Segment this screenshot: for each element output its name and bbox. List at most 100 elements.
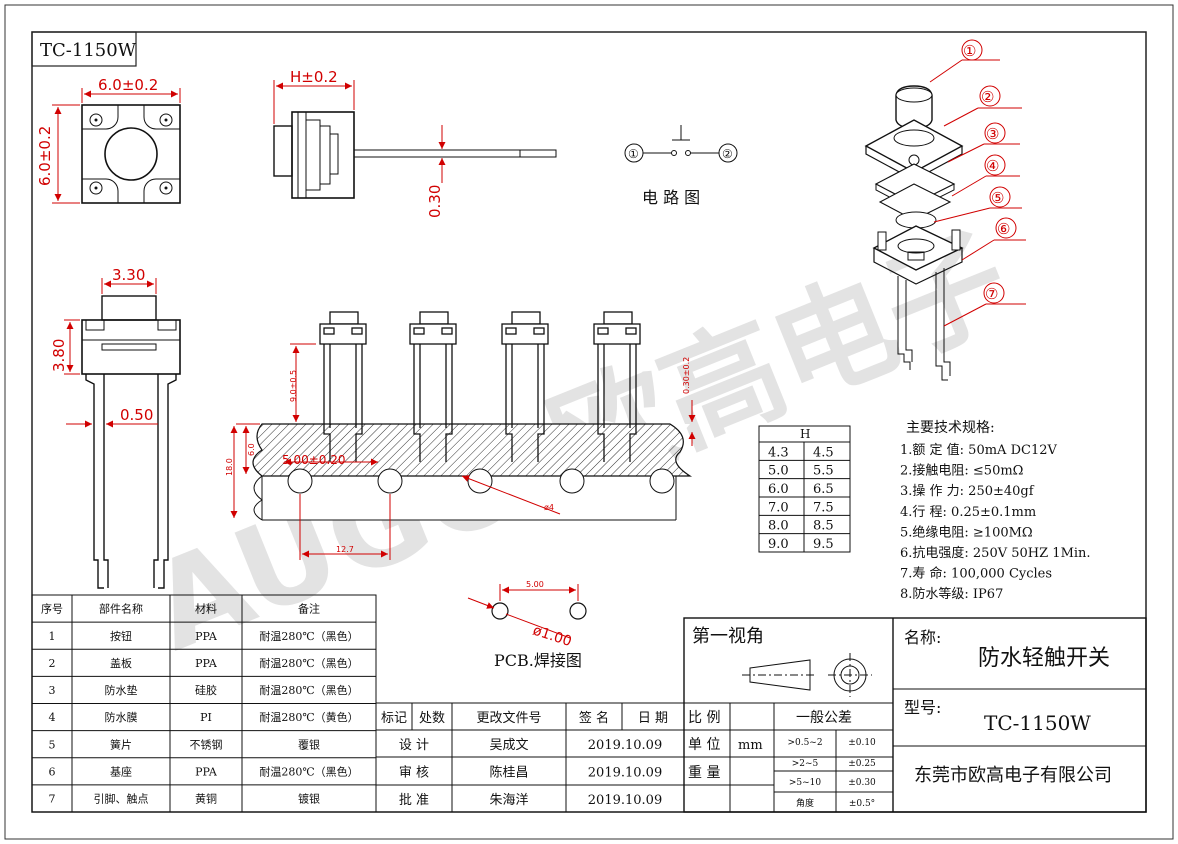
revision-header: 签 名 [579, 710, 609, 726]
spec-item: 6.抗电强度: 250V 50HZ 1Min. [900, 545, 1091, 561]
company-name: 东莞市欧高电子有限公司 [914, 765, 1112, 786]
svg-text:0.50: 0.50 [120, 406, 153, 424]
svg-text:5.00±0.20: 5.00±0.20 [282, 453, 346, 467]
spec-item: 5.绝缘电阻: ≥100MΩ [900, 524, 1033, 540]
revision-cell: 批 准 [399, 793, 429, 808]
bom-cell: 耐温280℃（黑色） [259, 683, 358, 697]
spec-item: 1.额 定 值: 50mA DC12V [900, 442, 1057, 458]
tolerance-value: ±0.30 [848, 778, 876, 788]
svg-text:④: ④ [986, 157, 999, 175]
revision-cell: 吴成文 [489, 738, 528, 753]
model-label: 型号: [904, 698, 941, 717]
h-table-cell: 5.5 [813, 464, 834, 479]
revision-header: 处数 [419, 711, 445, 726]
tolerance-value: ±0.10 [848, 738, 876, 748]
svg-text:mm: mm [738, 738, 763, 753]
revision-cell: 设 计 [399, 738, 429, 753]
spec-item: 7.寿 命: 100,000 Cycles [900, 566, 1052, 582]
revision-cell: 2019.10.09 [588, 738, 662, 753]
spec-item: 3.操 作 力: 250±40gf [900, 483, 1035, 499]
h-table-cell: 4.3 [768, 445, 789, 460]
svg-text:比 例: 比 例 [688, 710, 720, 726]
svg-text:①: ① [963, 42, 976, 60]
bom-cell: 覆银 [298, 737, 320, 751]
pcb-label: PCB.焊接图 [494, 651, 582, 670]
svg-text:ø1.00: ø1.00 [531, 623, 574, 651]
svg-text:①: ① [628, 147, 639, 161]
svg-text:12.7: 12.7 [336, 545, 354, 554]
svg-text:③: ③ [986, 125, 999, 143]
revision-header: 日 期 [638, 711, 668, 726]
svg-text:单 位: 单 位 [688, 737, 720, 753]
svg-text:18.0: 18.0 [225, 458, 234, 476]
bom-header: 部件名称 [99, 602, 143, 616]
projection-label: 第一视角 [692, 626, 764, 647]
svg-text:②: ② [722, 147, 733, 161]
bom-cell: 簧片 [110, 737, 132, 751]
bom-header: 备注 [298, 602, 320, 616]
title-block: 第一视角 比 例 单 位 mm 重 量 一般公差 名称: 防水轻触开关 型号: … [683, 617, 1147, 813]
svg-text:6.0±0.2: 6.0±0.2 [98, 76, 158, 94]
bom-cell: PPA [195, 657, 218, 670]
svg-text:⑤: ⑤ [991, 189, 1004, 207]
bom-cell: 黄铜 [195, 792, 217, 806]
circuit-title: 电 路 图 [642, 188, 700, 207]
bom-cell: PPA [195, 630, 218, 643]
svg-text:H: H [800, 427, 810, 441]
bom-cell: 引脚、触点 [94, 792, 149, 806]
h-table-cell: 6.0 [768, 482, 789, 497]
h-table-cell: 8.5 [813, 519, 834, 534]
bom-cell: 3 [49, 684, 56, 697]
svg-text:⑥: ⑥ [997, 220, 1010, 238]
bom-cell: PI [200, 711, 212, 724]
bom-cell: 防水垫 [105, 683, 138, 697]
svg-text:ø4: ø4 [544, 503, 554, 512]
top-view: 6.0±0.2 6.0±0.2 [36, 76, 181, 204]
first-angle-symbol [742, 653, 872, 697]
tolerance-range: >5~10 [789, 778, 822, 788]
svg-text:一般公差: 一般公差 [796, 710, 852, 726]
bom-cell: 耐温280℃（黑色） [259, 764, 358, 778]
tolerance-range: >0.5~2 [787, 738, 822, 748]
svg-text:9.0±0.5: 9.0±0.5 [289, 370, 298, 402]
svg-text:0.30: 0.30 [426, 185, 444, 218]
pcb-hole-pattern: 5.00 ø1.00 PCB.焊接图 [467, 580, 587, 670]
outer-border [4, 4, 1174, 840]
h-table-cell: 7.5 [813, 500, 834, 515]
svg-text:5.00: 5.00 [526, 580, 544, 589]
h-table-cell: 6.5 [813, 482, 834, 497]
tolerance-value: ±0.25 [848, 759, 876, 769]
revision-cell: 审 核 [399, 766, 429, 781]
pcb-mount-view: 9.0±0.5 0.30±0.2 6.0 18.0 5.00±0.20 12.7… [225, 311, 696, 560]
bom-cell: 耐温280℃（黄色） [259, 710, 358, 724]
svg-text:重 量: 重 量 [688, 765, 720, 781]
tolerance-range: >2~5 [792, 759, 819, 769]
bom-cell: 耐温280℃（黑色） [259, 656, 358, 670]
bom-cell: 按钮 [110, 629, 132, 643]
side-view: H±0.2 0.30 [273, 68, 557, 218]
bom-cell: 2 [49, 657, 56, 670]
spec-item: 4.行 程: 0.25±0.1mm [900, 505, 1036, 520]
bom-cell: 4 [49, 711, 56, 724]
h-table-cell: 5.0 [768, 464, 789, 479]
svg-text:3.80: 3.80 [50, 339, 68, 372]
revision-header: 更改文件号 [476, 711, 541, 726]
svg-text:②: ② [981, 88, 994, 106]
bom-cell: 耐温280℃（黑色） [259, 629, 358, 643]
bom-cell: 1 [49, 630, 56, 643]
svg-text:主要技术规格:: 主要技术规格: [906, 420, 995, 436]
circuit-diagram: ① ② 电 路 图 [624, 125, 738, 207]
bom-header: 序号 [41, 602, 63, 616]
revision-cell: 2019.10.09 [588, 766, 662, 781]
h-table-cell: 9.0 [768, 537, 789, 552]
bom-cell: PPA [195, 765, 218, 778]
bom-cell: 6 [49, 765, 56, 778]
bom-cell: 镀银 [298, 792, 320, 806]
h-table-cell: 4.5 [813, 445, 834, 460]
drawing-code: TC-1150W [40, 40, 137, 61]
svg-text:H±0.2: H±0.2 [290, 68, 338, 86]
spec-item: 8.防水等级: IP67 [900, 586, 1003, 602]
